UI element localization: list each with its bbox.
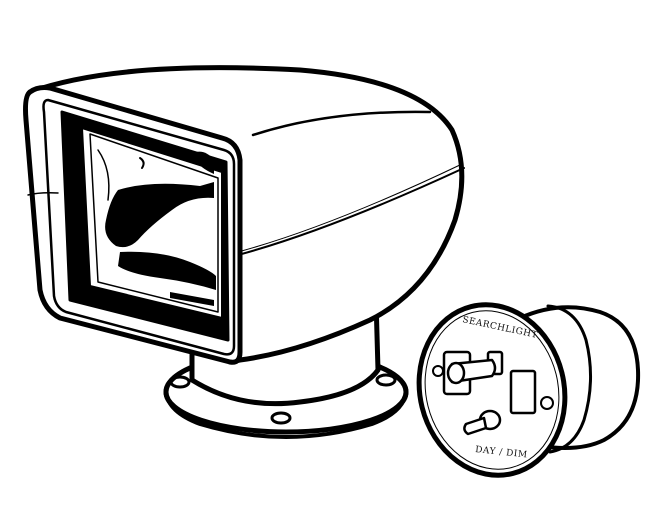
day-dim-switch[interactable] <box>463 409 502 436</box>
panel-faceplate <box>416 302 568 478</box>
direction-toggle-switch[interactable] <box>442 350 504 396</box>
side-paddle[interactable] <box>509 369 537 415</box>
searchlight <box>23 65 465 439</box>
lens <box>60 110 230 342</box>
remote-control-panel: SEARCHLIGHT DAY / DIM <box>416 302 641 478</box>
